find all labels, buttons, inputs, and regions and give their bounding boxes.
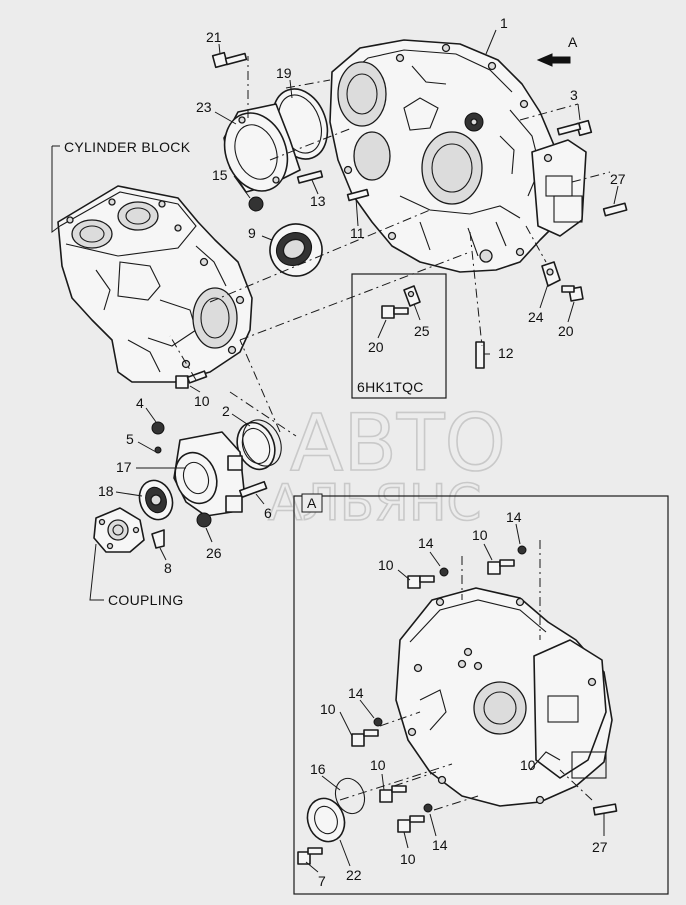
detail-view-box	[293, 495, 669, 895]
callout: 14	[506, 509, 522, 525]
callout: 8	[164, 560, 172, 576]
cover-assembly-drawing	[223, 88, 329, 193]
callout: 21	[206, 29, 222, 45]
callout: 20	[368, 339, 384, 355]
callout: 10	[320, 701, 336, 717]
coupling-label: COUPLING	[108, 592, 184, 608]
callout: 6	[264, 505, 272, 521]
callout: 13	[310, 193, 326, 209]
callout: 10	[520, 757, 536, 773]
callout: 3	[570, 87, 578, 103]
callout: 4	[136, 395, 144, 411]
nut-15-drawing	[248, 196, 264, 212]
bolt-3-drawing	[556, 119, 593, 137]
callout: 7	[318, 873, 326, 889]
callout: 11	[350, 225, 365, 241]
leader-lines	[51, 29, 619, 873]
callout: 22	[346, 867, 362, 883]
callout: 10	[400, 851, 416, 867]
callout: 14	[432, 837, 448, 853]
callout: 16	[310, 761, 326, 777]
view-arrow-label: A	[568, 34, 578, 50]
view-direction-arrow	[536, 53, 571, 67]
callout: 10	[194, 393, 210, 409]
main-callouts: 1 21 19 23 3 15 13 11 27 9 24 20 12 10 4…	[98, 15, 626, 576]
callout: 23	[196, 99, 212, 115]
watermark: АВТО АЛЬЯНС	[267, 398, 507, 533]
flywheel-housing-drawing	[329, 39, 587, 273]
callout: 5	[126, 431, 134, 447]
coupling-drawing	[93, 507, 145, 553]
bracket-24-drawing	[541, 261, 561, 287]
callout: 14	[348, 685, 364, 701]
callout: 10	[370, 757, 386, 773]
callout: 17	[116, 459, 132, 475]
oil-seal-drawing	[269, 223, 323, 277]
bolt-10-drawing	[175, 370, 208, 389]
detail-view-tag	[301, 493, 323, 513]
callout: 19	[276, 65, 292, 81]
variant-box	[351, 273, 447, 399]
detail-callouts: 14 14 10 10 10 14 10 16 10 14 10 27 7 22	[310, 509, 608, 889]
center-lines	[169, 56, 611, 437]
watermark-line1: АВТО	[290, 399, 506, 489]
pin-11-drawing	[346, 188, 370, 202]
callout: 27	[610, 171, 626, 187]
cylinder-block-drawing	[57, 185, 253, 383]
callout: 20	[558, 323, 574, 339]
watermark-line2: АЛЬЯНС	[268, 474, 481, 532]
detail-fasteners-drawing	[339, 540, 618, 833]
callout: 10	[472, 527, 488, 543]
callout: 10	[378, 557, 394, 573]
stud-13-drawing	[296, 170, 324, 184]
variant-box-parts	[381, 285, 421, 319]
bolt-21-drawing	[211, 51, 248, 69]
callout: 14	[418, 535, 434, 551]
detail-housing-drawing	[395, 587, 613, 807]
detail-view-label: A	[307, 495, 317, 511]
callout: 15	[212, 167, 228, 183]
callout: 25	[414, 323, 430, 339]
callout: 27	[592, 839, 608, 855]
variant-callouts: 20 25	[368, 323, 430, 355]
o-ring-2-drawing	[242, 419, 282, 467]
detail-cover-drawing	[297, 777, 366, 865]
callout: 26	[206, 545, 222, 561]
pin-12-drawing	[475, 341, 485, 369]
callout: 1	[500, 15, 508, 31]
callout: 24	[528, 309, 544, 325]
stud-27-drawing	[602, 202, 628, 217]
variant-box-label: 6HK1TQC	[357, 379, 424, 395]
bolt-20-drawing	[561, 285, 584, 302]
pto-drive-drawing	[138, 421, 276, 549]
callout: 12	[498, 345, 514, 361]
callout: 9	[248, 225, 256, 241]
callout: 18	[98, 483, 114, 499]
callout: 2	[222, 403, 230, 419]
cylinder-block-label: CYLINDER BLOCK	[64, 139, 191, 155]
